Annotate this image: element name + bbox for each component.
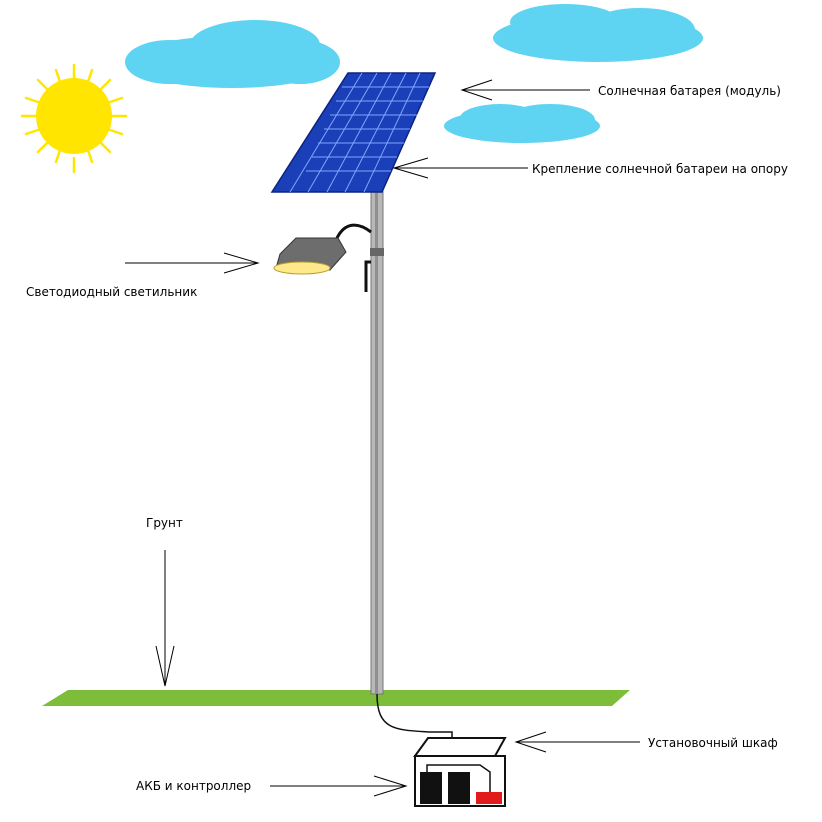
led-lamp xyxy=(273,223,372,292)
arrow-battery-controller xyxy=(270,775,408,797)
label-panel-mount: Крепление солнечной батареи на опору xyxy=(532,162,788,176)
label-battery-controller: АКБ и контроллер xyxy=(136,779,252,793)
cable xyxy=(376,693,453,760)
solar-panel xyxy=(270,72,437,193)
pole xyxy=(370,185,384,695)
arrow-led-lamp xyxy=(125,252,260,274)
cloud-left-icon xyxy=(125,20,340,88)
label-ground: Грунт xyxy=(146,516,183,530)
battery xyxy=(420,772,442,804)
cloud-right-icon xyxy=(493,4,703,62)
cloud-small-icon xyxy=(444,104,600,143)
cabinet xyxy=(413,737,507,807)
arrow-solar-panel xyxy=(460,79,590,101)
arrows xyxy=(125,79,640,797)
sun-icon xyxy=(20,63,128,174)
controller xyxy=(476,792,502,804)
label-led-lamp: Светодиодный светильник xyxy=(26,285,198,299)
label-solar-panel: Солнечная батарея (модуль) xyxy=(598,84,781,98)
arrow-cabinet xyxy=(514,731,640,753)
battery xyxy=(448,772,470,804)
ground-strip xyxy=(42,690,630,706)
label-cabinet: Установочный шкаф xyxy=(648,736,778,750)
arrow-panel-mount xyxy=(392,157,528,179)
arrow-ground xyxy=(155,550,175,687)
